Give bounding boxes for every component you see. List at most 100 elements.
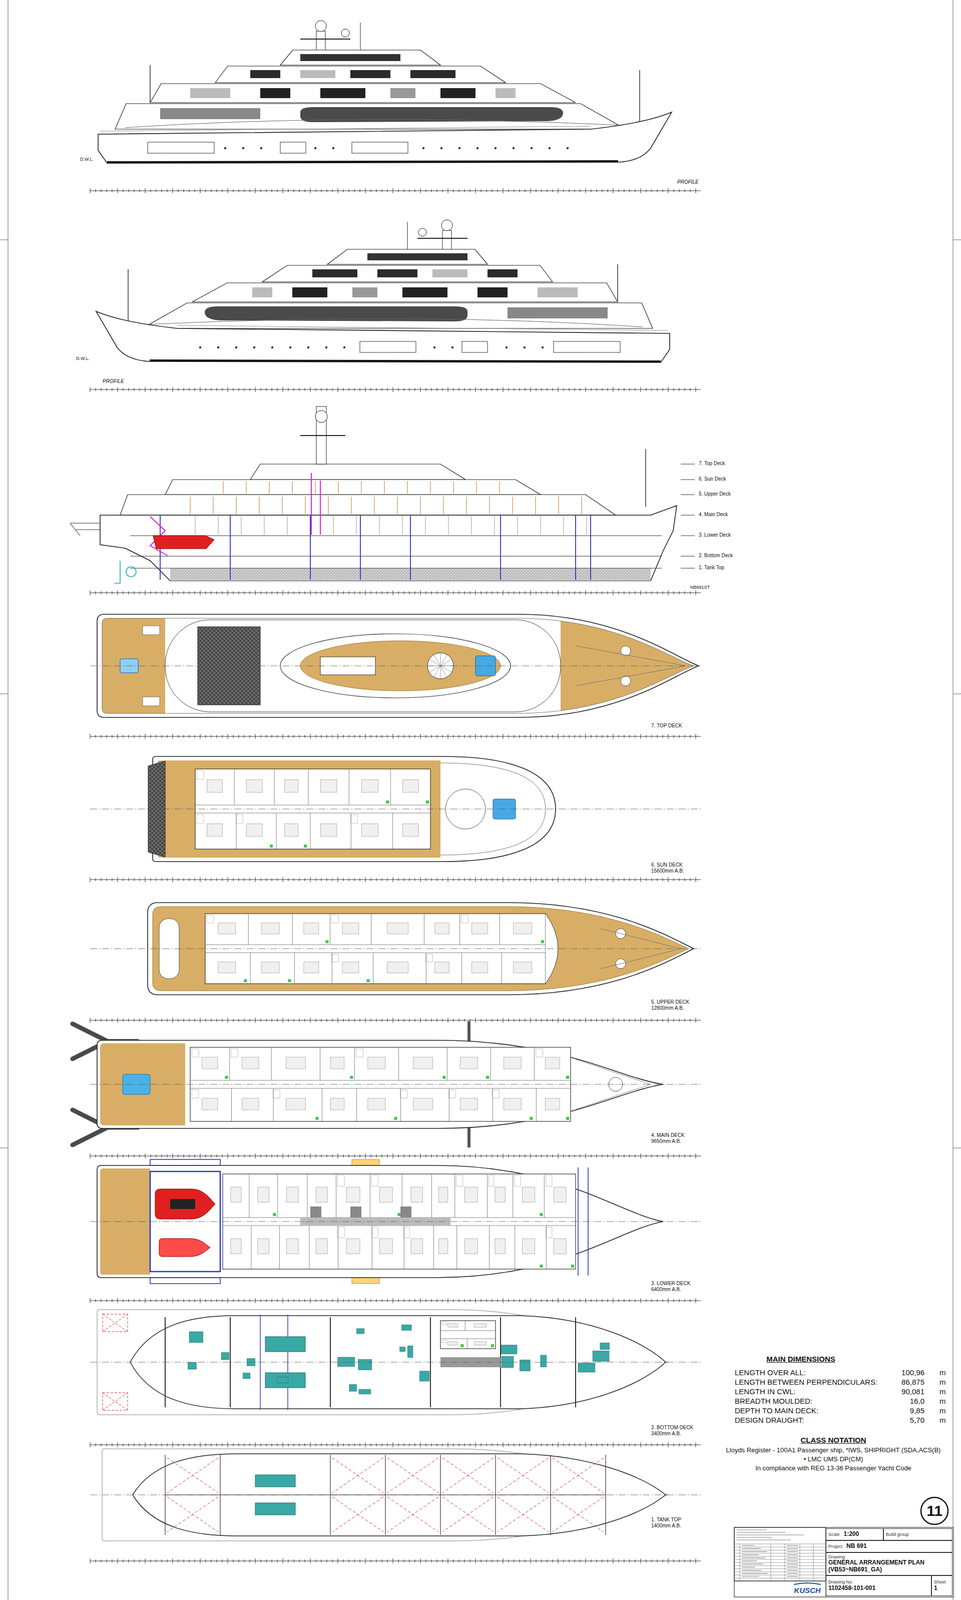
ruler-tick (646, 1298, 647, 1302)
sunbed (142, 625, 160, 635)
ruler-tick (216, 189, 218, 193)
ruler-tick (238, 387, 240, 391)
ruler-tick (145, 386, 146, 392)
ruler-tick (563, 189, 565, 193)
ruler-tick (420, 1442, 421, 1448)
upper-deck-house (120, 494, 616, 516)
ruler-tick (469, 734, 471, 738)
furniture (503, 1098, 522, 1110)
window (440, 88, 476, 99)
cabin-partition (581, 496, 583, 515)
corridor-wall (190, 1080, 571, 1081)
ruler-tick (145, 188, 146, 194)
ruler-tick (310, 1153, 311, 1159)
partition (229, 1047, 230, 1081)
furniture (474, 1323, 487, 1327)
door-marker (460, 1343, 464, 1347)
ruler-tick (403, 1018, 405, 1022)
cabin-partition (333, 516, 334, 535)
ruler-tick (425, 1559, 427, 1563)
corridor-wall (205, 944, 546, 945)
ruler-tick (635, 734, 636, 738)
ruler-tick (447, 1297, 449, 1303)
ruler-tick (447, 876, 449, 882)
ruler-tick (150, 734, 152, 738)
partition (425, 952, 427, 984)
ruler-tick (453, 877, 454, 881)
partition (400, 1088, 401, 1122)
bath-fixture (545, 1175, 553, 1187)
ruler-tick (216, 1443, 218, 1447)
ruler-tick (205, 189, 207, 193)
ruler-tick (580, 1559, 581, 1563)
ruler-tick (624, 1443, 625, 1447)
porthole (332, 147, 335, 150)
ruler-tick (607, 189, 609, 193)
ruler-tick (497, 387, 499, 391)
ruler-tick (569, 1298, 570, 1302)
ruler-tick (293, 734, 295, 738)
dimension-name: BREADTH MOULDED: (734, 1396, 813, 1406)
ruler-tick (497, 1018, 499, 1022)
ruler-tick (525, 877, 526, 881)
ruler-tick (315, 734, 317, 738)
ruler-tick (651, 1018, 653, 1022)
ruler-tick (657, 1443, 658, 1447)
ruler-tick (420, 1297, 421, 1303)
bulkhead (359, 515, 361, 580)
ruler-tick (337, 1297, 339, 1303)
furniture (434, 922, 449, 934)
ruler-tick (497, 734, 499, 738)
ruler-tick (651, 1559, 653, 1563)
ruler-tick (646, 877, 647, 881)
ruler-tick (205, 387, 207, 391)
centerline (90, 1494, 701, 1496)
ruler-tick (189, 1559, 190, 1563)
revision-row (734, 1574, 826, 1576)
passerelle (467, 1127, 471, 1148)
partition (308, 1225, 310, 1269)
ruler-tick (431, 1559, 432, 1563)
ruler-tick (514, 1154, 515, 1158)
door-marker (486, 1075, 490, 1079)
porthole (494, 147, 497, 150)
ruler-tick (310, 1558, 311, 1564)
ruler-tick (475, 1558, 476, 1564)
furniture (320, 779, 337, 793)
ruler-tick (475, 188, 476, 194)
ruler-tick (464, 591, 465, 595)
view-title: PROFILE (102, 378, 125, 385)
furniture (545, 1057, 560, 1069)
cabin-partition (351, 496, 352, 515)
ruler-tick (552, 877, 554, 881)
ruler-tick (117, 876, 119, 882)
ruler-tick (425, 1018, 427, 1022)
stern-crane (70, 523, 101, 536)
porthole (523, 346, 526, 349)
ruler-tick (684, 591, 686, 595)
ruler-tick (464, 1559, 465, 1563)
ruler-tick (271, 734, 273, 738)
propeller (126, 566, 137, 577)
ruler-tick (695, 590, 697, 596)
ruler-tick (695, 386, 697, 392)
ruler-tick (95, 734, 97, 738)
ruler-tick (563, 1154, 565, 1158)
ruler-tick (266, 1018, 267, 1022)
ruler-tick (596, 1154, 598, 1158)
ruler-tick (442, 1018, 443, 1022)
ruler-tick (381, 1443, 383, 1447)
ruler-tick (442, 1443, 443, 1447)
ruler-tick (337, 733, 339, 739)
ruler-tick (514, 1018, 515, 1022)
ruler-tick (293, 387, 295, 391)
ruler-tick (525, 1443, 526, 1447)
ruler-tick (607, 1298, 609, 1302)
ruler-tick (398, 734, 399, 738)
tank (102, 1313, 128, 1332)
ruler-tick (271, 591, 273, 595)
ruler-tick (690, 1443, 691, 1447)
ruler-tick (222, 877, 223, 881)
ruler-tick (591, 1298, 592, 1302)
ruler-tick (299, 387, 300, 391)
